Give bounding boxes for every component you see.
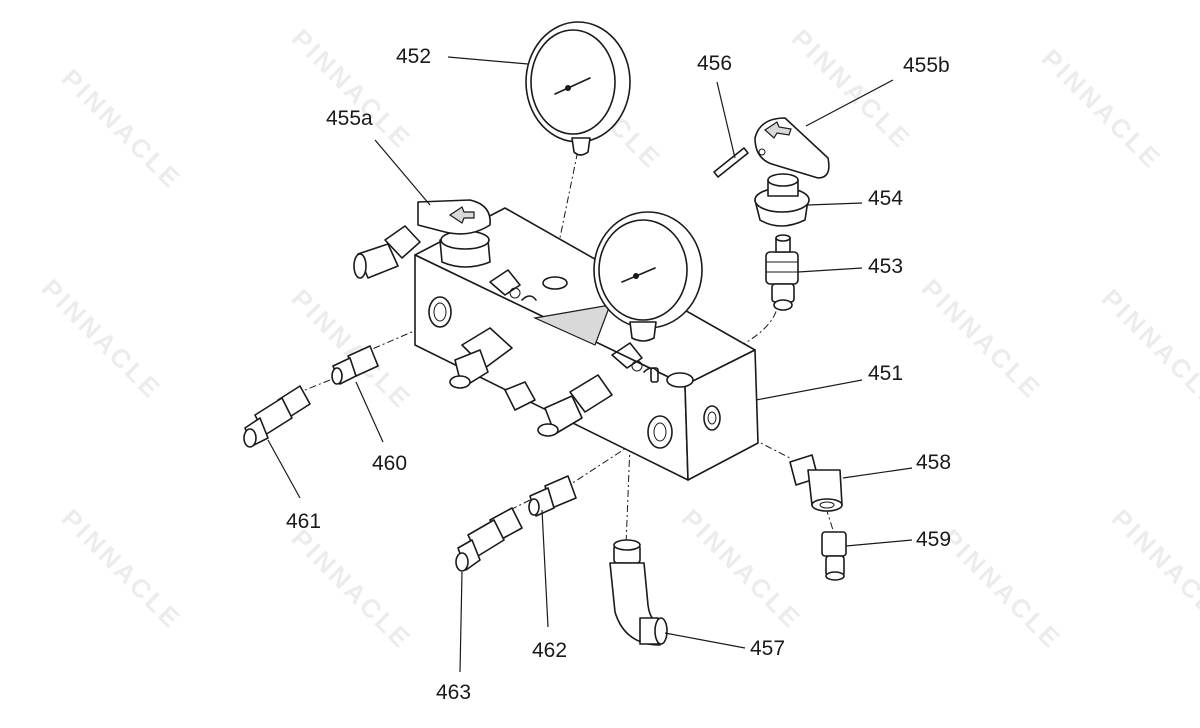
handle-455b — [754, 117, 830, 179]
pressure-gauge-452 — [525, 21, 631, 156]
cartridge-453 — [765, 234, 799, 311]
manifold-block — [414, 207, 759, 481]
nipple-fitting-460 — [331, 345, 379, 385]
label-454: 454 — [868, 187, 903, 210]
nipple-fitting-459 — [821, 531, 847, 581]
label-460: 460 — [372, 452, 407, 475]
label-459: 459 — [916, 528, 951, 551]
watermark: PINNACLE — [36, 273, 168, 405]
watermark: PINNACLE — [56, 63, 188, 195]
label-452: 452 — [396, 45, 431, 68]
mounted-fitting — [537, 374, 613, 437]
label-455b: 455b — [903, 54, 950, 77]
valve-symbol-icon — [489, 269, 537, 301]
elbow-fitting-457 — [609, 539, 668, 646]
mounted-fitting — [449, 327, 513, 389]
leader-lines — [267, 56, 913, 673]
label-456: 456 — [697, 52, 732, 75]
mounted-fitting — [504, 381, 536, 411]
label-451: 451 — [868, 362, 903, 385]
label-463: 463 — [436, 681, 471, 704]
watermark: PINNACLE — [286, 23, 418, 155]
watermark: PINNACLE — [1036, 43, 1168, 175]
elbow-fitting-463 — [455, 507, 523, 572]
label-461: 461 — [286, 510, 321, 533]
valve-body-454 — [754, 173, 810, 227]
pressure-gauge-mounted — [593, 211, 703, 342]
elbow-fitting-461 — [243, 385, 311, 448]
watermark: PINNACLE — [916, 273, 1048, 405]
callout-labels: 452 455a 456 455b 454 453 451 458 459 45… — [286, 45, 951, 704]
nipple-fitting-462 — [528, 475, 577, 517]
watermark: PINNACLE — [1096, 283, 1200, 415]
label-462: 462 — [532, 639, 567, 662]
valve-symbol-icon — [611, 342, 659, 373]
label-455a: 455a — [326, 107, 373, 130]
label-458: 458 — [916, 451, 951, 474]
label-453: 453 — [868, 255, 903, 278]
watermark: PINNACLE — [936, 523, 1068, 655]
label-457: 457 — [750, 637, 785, 660]
watermark: PINNACLE — [56, 503, 188, 635]
elbow-fitting-458 — [789, 454, 843, 512]
valve-455a — [353, 199, 491, 279]
watermark: PINNACLE — [1106, 503, 1200, 635]
watermark: PINNACLE — [676, 503, 808, 635]
watermark: PINNACLE — [286, 523, 418, 655]
pin-456 — [713, 147, 749, 178]
watermark: PINNACLE — [786, 23, 918, 155]
